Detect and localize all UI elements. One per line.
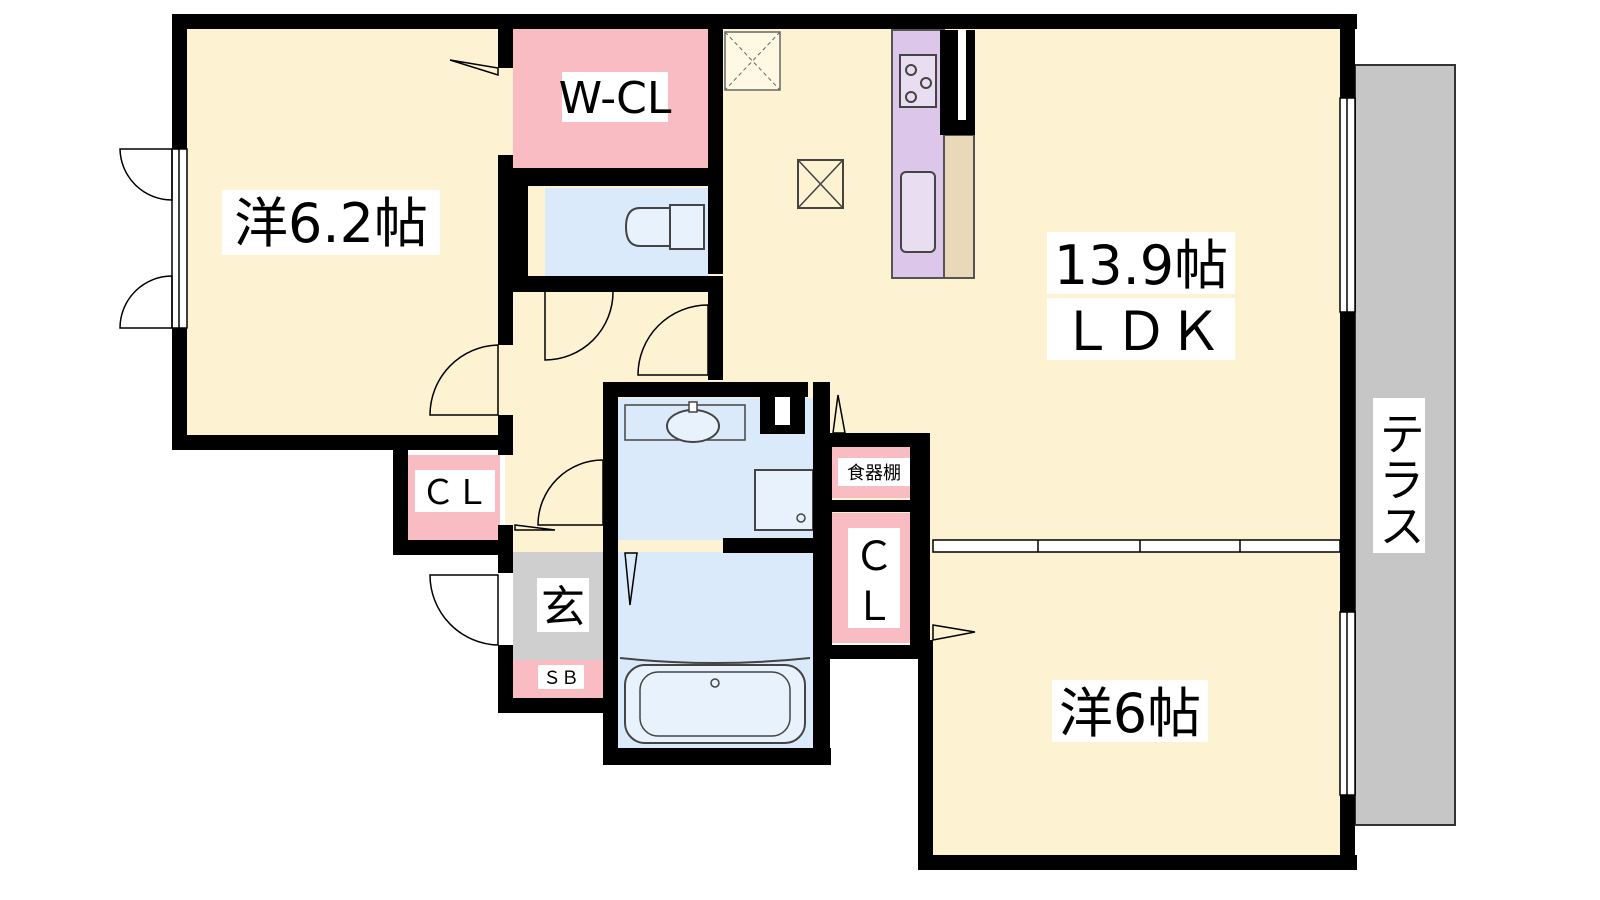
- bathtub-icon: [619, 657, 811, 744]
- toilet-icon: [624, 204, 705, 250]
- western-right-label: 洋6帖: [1059, 682, 1201, 745]
- washing-machine-icon: [754, 469, 814, 531]
- shoe-box-label: ＳＢ: [543, 668, 579, 689]
- walk-in-closet-label: W-CL: [559, 73, 672, 124]
- ldk-size-label: 13.9帖: [1054, 234, 1228, 297]
- door-swing-icon: [119, 59, 976, 646]
- western-left-label: 洋6.2帖: [234, 192, 428, 255]
- closet-mid-label-top: Ｃ: [854, 534, 894, 580]
- ventilation-icon: [797, 159, 844, 209]
- closet-left-label: ＣＬ: [421, 473, 489, 513]
- stove-icon: [899, 54, 937, 108]
- sink-icon: [900, 171, 936, 253]
- dish-shelf-label: 食器棚: [847, 463, 901, 484]
- closet-mid-label-bottom: Ｌ: [854, 584, 894, 630]
- kitchen: [724, 29, 975, 279]
- window-icon: [171, 97, 1356, 796]
- entrance-label: 玄: [541, 582, 585, 633]
- terrace-label: テラス: [1372, 410, 1426, 548]
- kitchen-back-counter: [943, 134, 975, 279]
- room-labels: 洋6.2帖 W-CL 13.9帖 ＬＤＫ ＣＬ 玄 ＳＢ 食器棚 Ｃ Ｌ 洋6帖…: [222, 72, 1426, 745]
- walls: [172, 14, 1357, 870]
- washbasin-icon: [624, 401, 746, 443]
- ldk-type-label: ＬＤＫ: [1060, 300, 1222, 363]
